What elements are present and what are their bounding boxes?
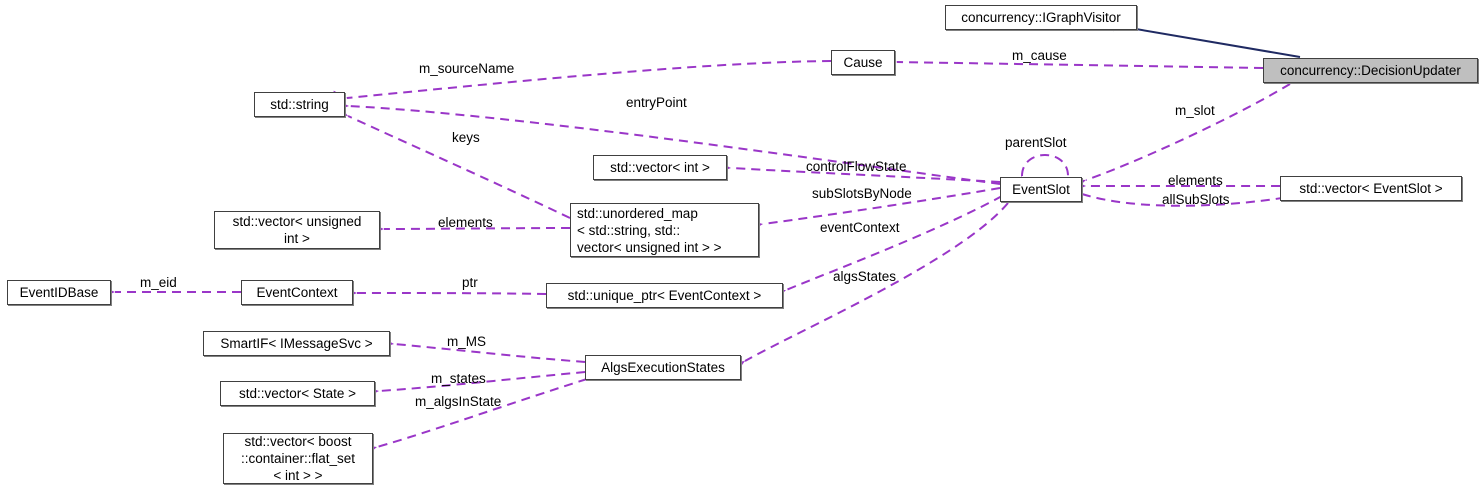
- edge-label-e-mstates: m_states: [431, 371, 486, 386]
- class-node-vectoruint[interactable]: std::vector< unsigned int >: [214, 211, 380, 249]
- edge-e-mms: [393, 343, 586, 363]
- edge-label-e-allsubslots: allSubSlots: [1162, 192, 1230, 207]
- edge-label-e-mcause: m_cause: [1012, 48, 1067, 63]
- edge-label-e-elements-slot: elements: [1168, 173, 1223, 188]
- class-node-vectoreventslot[interactable]: std::vector< EventSlot >: [1280, 176, 1462, 201]
- edge-e-elements-uint: [383, 227, 571, 230]
- class-node-unorderedmap[interactable]: std::unordered_map < std::string, std:: …: [570, 203, 759, 257]
- class-node-algsexecstates[interactable]: AlgsExecutionStates: [585, 355, 741, 380]
- class-node-stdstring[interactable]: std::string: [254, 92, 345, 117]
- edge-label-e-ptr: ptr: [462, 275, 478, 290]
- edge-label-e-mslot: m_slot: [1175, 103, 1215, 118]
- class-node-vectorstate[interactable]: std::vector< State >: [220, 381, 375, 406]
- edge-e-entrypoint: [348, 105, 1001, 185]
- edge-e-subslotsbynode: [762, 187, 1001, 225]
- edge-e-inherit: [1129, 27, 1301, 58]
- class-node-eventslot[interactable]: EventSlot: [1000, 177, 1082, 202]
- edge-label-e-mms: m_MS: [447, 334, 487, 349]
- class-node-smartif[interactable]: SmartIF< IMessageSvc >: [203, 331, 390, 356]
- edge-e-keys: [347, 115, 571, 219]
- edge-e-eventcontext: [785, 195, 1003, 291]
- class-node-cause[interactable]: Cause: [831, 50, 895, 75]
- class-node-vectorflatset[interactable]: std::vector< boost ::container::flat_set…: [223, 433, 373, 484]
- edge-label-e-parentslot: parentSlot: [1005, 135, 1067, 150]
- class-node-eventidbase[interactable]: EventIDBase: [7, 280, 111, 305]
- edge-e-mslot: [1085, 83, 1291, 181]
- edge-e-msourcename: [346, 60, 832, 99]
- edge-e-ptr: [356, 292, 547, 295]
- edge-e-controlflowstate: [730, 167, 1001, 183]
- edge-e-malgsinstate: [376, 378, 588, 448]
- edge-label-e-msourcename: m_sourceName: [419, 61, 515, 76]
- class-node-eventcontext[interactable]: EventContext: [241, 280, 353, 305]
- class-node-vectorint[interactable]: std::vector< int >: [593, 155, 727, 180]
- class-node-uniqueptr[interactable]: std::unique_ptr< EventContext >: [546, 283, 783, 308]
- edge-e-allsubslots: [1081, 193, 1283, 207]
- edge-e-parentslot: [1021, 154, 1069, 177]
- edge-label-e-entrypoint: entryPoint: [626, 95, 687, 110]
- class-node-igraphvisitor[interactable]: concurrency::IGraphVisitor: [945, 5, 1137, 30]
- class-node-decisionupdater[interactable]: concurrency::DecisionUpdater: [1263, 58, 1478, 83]
- edge-e-algsstates: [744, 202, 1009, 362]
- edge-label-e-malgsinstate: m_algsInState: [415, 394, 502, 409]
- edge-e-mstates: [378, 371, 586, 392]
- edge-label-e-eventcontext: eventContext: [820, 220, 900, 235]
- edge-label-e-meid: m_eid: [140, 275, 177, 290]
- edge-label-e-keys: keys: [452, 130, 480, 145]
- edge-label-e-subslotsbynode: subSlotsByNode: [812, 186, 912, 201]
- edge-label-e-elements-uint: elements: [438, 215, 493, 230]
- edge-e-mcause: [896, 61, 1264, 69]
- edge-label-e-controlflowstate: controlFlowState: [806, 159, 907, 174]
- edge-label-e-algsstates: algsStates: [833, 269, 897, 284]
